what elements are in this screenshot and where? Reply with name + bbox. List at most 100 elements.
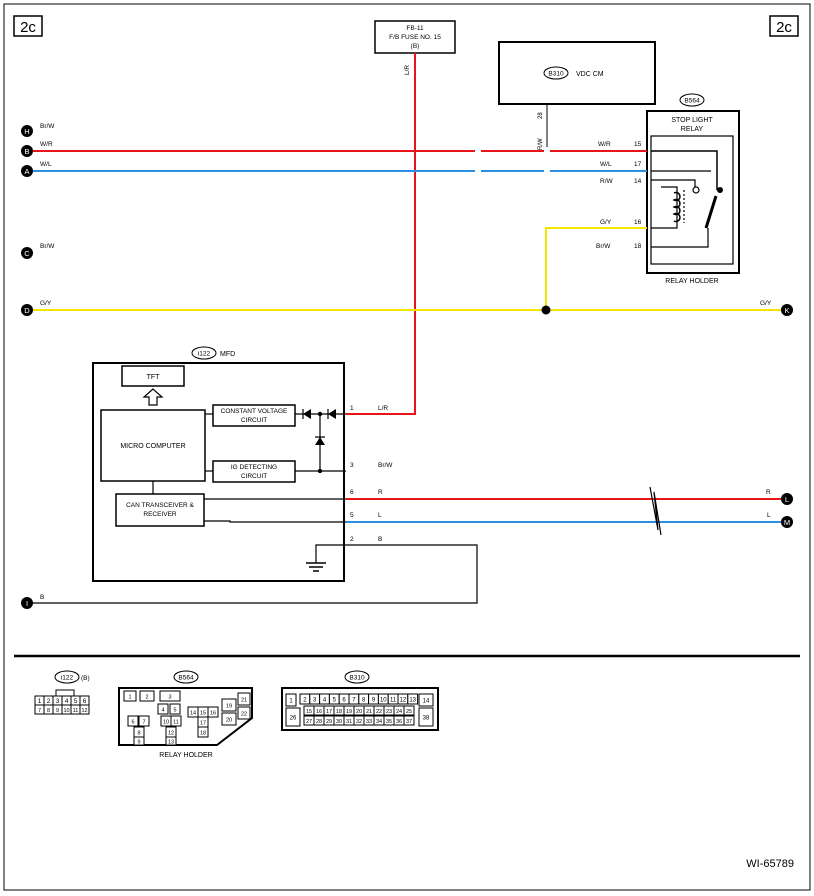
pin-cell	[127, 715, 139, 727]
relay-inner-box	[650, 135, 734, 265]
mfd-connector-label: i122	[198, 351, 211, 358]
relay-wire-15: W/R	[598, 141, 611, 148]
relay-contact-open	[692, 186, 700, 194]
pin-number: 3	[313, 697, 317, 703]
relay-internal-18	[651, 228, 709, 248]
mfd-name: MFD	[220, 351, 235, 358]
tft-label: TFT	[147, 374, 161, 381]
relay-name-2: RELAY	[681, 126, 704, 133]
svg-text:C: C	[24, 249, 30, 258]
figure-id: WI-65789	[746, 858, 794, 870]
svg-text:A: A	[24, 167, 29, 176]
terminal-C-wire: Br/W	[40, 243, 55, 250]
pin-number: 12	[81, 708, 87, 714]
svg-text:B: B	[24, 147, 29, 156]
pin-cell	[139, 690, 155, 702]
pin-number: 11	[173, 719, 179, 725]
pin-number: 4	[65, 698, 69, 705]
pin-number: 20	[356, 709, 362, 715]
splice-gy	[541, 305, 551, 315]
pin-number: 4	[161, 707, 164, 713]
pin-number: 2	[303, 697, 307, 703]
pin-number: 10	[380, 697, 387, 703]
vdc-cm-box	[498, 41, 656, 105]
relay-holder-box	[646, 110, 740, 274]
i122-view-suffix: (B)	[81, 675, 90, 682]
mfd-wire-2: B	[378, 536, 382, 543]
mfd-pin-6: 6	[350, 489, 354, 496]
pin-number: 36	[396, 719, 402, 725]
pin-number: 16	[210, 710, 216, 716]
pin-cell	[418, 707, 434, 727]
pin-number: 18	[200, 730, 206, 736]
pin-number: 10	[163, 719, 169, 725]
pin-number: 27	[306, 719, 312, 725]
b564-caption: RELAY HOLDER	[159, 752, 212, 759]
diode-2-icon	[328, 409, 336, 419]
i122-view-oval	[54, 670, 80, 684]
wire-gap-1	[475, 147, 481, 175]
pin-number: 38	[423, 715, 430, 721]
svg-text:M: M	[784, 518, 790, 527]
mfd-wire-6: R	[378, 489, 383, 496]
diode-3-icon	[315, 437, 325, 445]
mfd-pin-2: 2	[350, 536, 354, 543]
mfd-pin-5: 5	[350, 512, 354, 519]
pin-number: 15	[306, 709, 312, 715]
b564-view-label: B564	[178, 675, 194, 682]
relay-pin-18: 18	[634, 243, 642, 250]
pin-cell	[221, 698, 237, 712]
relay-switch-arm	[704, 195, 718, 229]
relay-internal-14	[651, 179, 696, 187]
pin-cell	[138, 715, 150, 727]
pin-number: 28	[316, 719, 322, 725]
pin-number: 1	[38, 698, 42, 705]
mfd-wire-pin5	[204, 520, 346, 523]
svg-text:L: L	[785, 495, 789, 504]
pin-number: 19	[346, 709, 352, 715]
pin-number: 3	[56, 698, 60, 705]
pin-cell	[197, 726, 209, 738]
relay-pin-16: 16	[634, 219, 642, 226]
wire-gap-2	[544, 147, 550, 175]
pin-cell	[403, 715, 415, 726]
relay-coil	[672, 191, 681, 223]
vdc-connector-oval	[543, 66, 569, 80]
mfd-pin-3: 3	[350, 462, 354, 469]
pin-number: 14	[190, 710, 196, 716]
pin-number: 2	[145, 694, 148, 700]
b564-view-oval	[173, 670, 199, 684]
pin-number: 22	[241, 711, 247, 717]
diode-1-icon	[303, 409, 311, 419]
pin-cell	[418, 693, 434, 707]
wire-b-ground	[32, 544, 478, 604]
relay-connector-label: B564	[684, 98, 700, 105]
pin-number: 7	[142, 719, 145, 725]
relay-connector-oval	[679, 93, 705, 107]
relay-name-1: STOP LIGHT	[671, 117, 713, 124]
vdc-name: VDC CM	[576, 71, 604, 78]
vdc-pin: 28	[538, 112, 544, 119]
mfd-connector-oval	[191, 346, 217, 360]
pin-cell	[285, 707, 301, 727]
pin-cell	[157, 703, 169, 715]
terminal-A: A	[21, 165, 33, 177]
pin-number: 6	[83, 698, 87, 705]
terminal-A-wire: W/L	[40, 161, 52, 168]
pin-number: 4	[323, 697, 327, 703]
terminal-I-wire: B	[40, 594, 44, 601]
terminal-C: C	[21, 247, 33, 259]
fuse-label-1: FB-11	[406, 25, 424, 32]
pin-number: 21	[366, 709, 372, 715]
pin-number: 32	[356, 719, 362, 725]
svg-text:D: D	[24, 306, 30, 315]
pin-number: 9	[56, 708, 59, 714]
relay-internal-15	[651, 150, 718, 190]
fuse-wire-label: L/R	[404, 65, 411, 75]
pin-number: 15	[200, 710, 206, 716]
igd-label-2: CIRCUIT	[241, 473, 267, 480]
ground-icon	[306, 562, 326, 572]
pin-number: 6	[342, 697, 346, 703]
